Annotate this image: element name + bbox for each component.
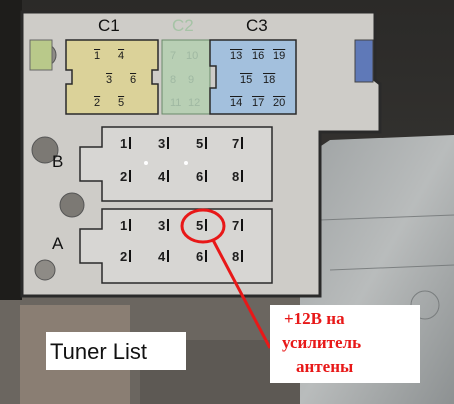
b-pin-7: 7 bbox=[232, 137, 244, 151]
b-pin-1: 1 bbox=[120, 137, 132, 151]
a-pin-6: 6 bbox=[196, 250, 208, 264]
tuner-list-label: Tuner List bbox=[50, 339, 148, 364]
a-pin-3: 3 bbox=[158, 219, 170, 233]
b-pin-4: 4 bbox=[158, 170, 170, 184]
c3-pin-17: 17 bbox=[252, 97, 265, 109]
b-pin-5: 5 bbox=[196, 137, 208, 151]
c1-pin-6: 6 bbox=[130, 74, 137, 86]
a-pin-2: 2 bbox=[120, 250, 132, 264]
annotation-line-3: антены bbox=[296, 357, 354, 376]
a-pin-1: 1 bbox=[120, 219, 132, 233]
c3-pin-18: 18 bbox=[263, 74, 276, 86]
c3-pin-19: 19 bbox=[273, 50, 286, 62]
annotation-box bbox=[270, 305, 420, 383]
c1-pin-1: 1 bbox=[94, 50, 101, 62]
c1-pin-2: 2 bbox=[94, 97, 101, 109]
c2-pin-10: 10 bbox=[186, 50, 199, 62]
c2-pin-7: 7 bbox=[170, 50, 177, 62]
annotation-line-1: +12В на bbox=[284, 309, 345, 328]
c1-pin-4: 4 bbox=[118, 50, 125, 62]
a-label: A bbox=[52, 234, 64, 253]
c2-pin-12: 12 bbox=[188, 97, 201, 109]
annotation-line-2: усилитель bbox=[282, 333, 362, 352]
b-pin-3: 3 bbox=[158, 137, 170, 151]
b-pin-8: 8 bbox=[232, 170, 244, 184]
tuner-list-box bbox=[46, 332, 186, 370]
c3-pin-15: 15 bbox=[240, 74, 253, 86]
c2-pin-9: 9 bbox=[188, 74, 195, 86]
c2-pin-8: 8 bbox=[170, 74, 177, 86]
c3-pin-13: 13 bbox=[230, 50, 243, 62]
b-connector-block bbox=[79, 126, 273, 202]
b-label: B bbox=[52, 152, 64, 171]
b-pin-2: 2 bbox=[120, 170, 132, 184]
c1-pin-5: 5 bbox=[118, 97, 125, 109]
c2-pin-11: 11 bbox=[170, 97, 182, 109]
c1-pin-3: 3 bbox=[106, 74, 113, 86]
c2-label: C2 bbox=[172, 16, 194, 35]
a-pin-7: 7 bbox=[232, 219, 244, 233]
b-pin-6: 6 bbox=[196, 170, 208, 184]
c3-pin-16: 16 bbox=[252, 50, 265, 62]
c1-connector-block bbox=[65, 39, 159, 115]
a-pin-4: 4 bbox=[158, 250, 170, 264]
a-pin-5: 5 bbox=[196, 219, 208, 233]
c3-label: C3 bbox=[246, 16, 268, 35]
c1-label: C1 bbox=[98, 16, 120, 35]
a-pin-8: 8 bbox=[232, 250, 244, 264]
c3-pin-20: 20 bbox=[273, 97, 286, 109]
c3-pin-14: 14 bbox=[230, 97, 243, 109]
c3-connector-block bbox=[209, 39, 297, 115]
